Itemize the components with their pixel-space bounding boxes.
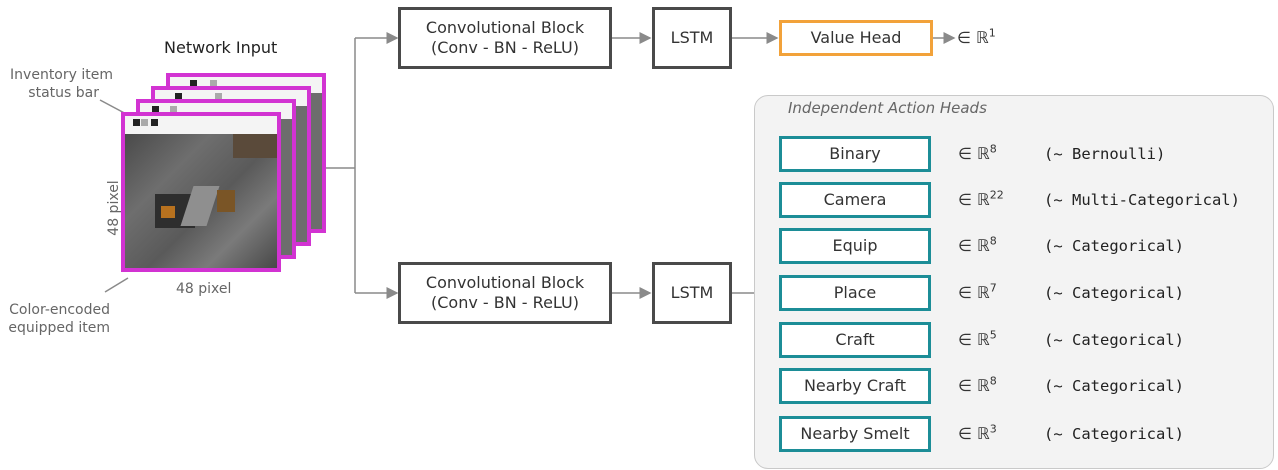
head-place-dist: (~ Categorical): [1044, 284, 1184, 302]
head-nearby-craft-dist: (~ Categorical): [1044, 377, 1184, 395]
bottom-lstm: LSTM: [652, 262, 732, 324]
width-label: 48 pixel: [176, 281, 232, 297]
head-binary: Binary: [779, 136, 931, 172]
equipped-label-line1: Color-encoded: [9, 302, 110, 318]
bottom-conv-line1: Convolutional Block: [425, 273, 585, 292]
bottom-conv-line2: (Conv - BN - ReLU): [431, 293, 579, 312]
head-craft: Craft: [779, 322, 931, 358]
head-nearby-craft: Nearby Craft: [779, 368, 931, 404]
top-conv-line1: Convolutional Block: [425, 18, 585, 37]
head-equip-output: ∈ ℝ8: [958, 234, 997, 255]
head-camera-dist: (~ Multi-Categorical): [1044, 191, 1240, 209]
height-label: 48 pixel: [106, 180, 122, 236]
network-input-title: Network Input: [164, 38, 278, 57]
head-craft-output: ∈ ℝ5: [958, 328, 997, 349]
head-binary-output: ∈ ℝ8: [958, 142, 997, 163]
head-nearby-smelt: Nearby Smelt: [779, 416, 931, 452]
inventory-label-line2: status bar: [28, 85, 99, 101]
value-output: ∈ ℝ1: [957, 26, 996, 47]
head-camera-output: ∈ ℝ22: [958, 188, 1004, 209]
bottom-lstm-label: LSTM: [670, 283, 714, 302]
game-scene-image: [125, 134, 277, 268]
inventory-label-line1: Inventory item: [10, 67, 113, 83]
head-equip: Equip: [779, 228, 931, 264]
equipped-label-line2: equipped item: [8, 320, 110, 336]
bottom-conv-block: Convolutional Block (Conv - BN - ReLU): [398, 262, 612, 324]
top-lstm: LSTM: [652, 7, 732, 69]
head-binary-dist: (~ Bernoulli): [1044, 145, 1166, 163]
input-frame-1: [121, 112, 281, 272]
top-lstm-label: LSTM: [670, 28, 714, 47]
top-conv-line2: (Conv - BN - ReLU): [431, 38, 579, 57]
head-place: Place: [779, 275, 931, 311]
head-equip-dist: (~ Categorical): [1044, 237, 1184, 255]
value-head: Value Head: [779, 20, 933, 56]
head-place-output: ∈ ℝ7: [958, 281, 997, 302]
head-camera: Camera: [779, 182, 931, 218]
equipped-pointer: [104, 277, 129, 293]
top-conv-block: Convolutional Block (Conv - BN - ReLU): [398, 7, 612, 69]
value-head-label: Value Head: [810, 28, 902, 47]
head-nearby-smelt-dist: (~ Categorical): [1044, 425, 1184, 443]
head-nearby-craft-output: ∈ ℝ8: [958, 374, 997, 395]
action-heads-title: Independent Action Heads: [788, 99, 987, 117]
head-nearby-smelt-output: ∈ ℝ3: [958, 422, 997, 443]
head-craft-dist: (~ Categorical): [1044, 331, 1184, 349]
